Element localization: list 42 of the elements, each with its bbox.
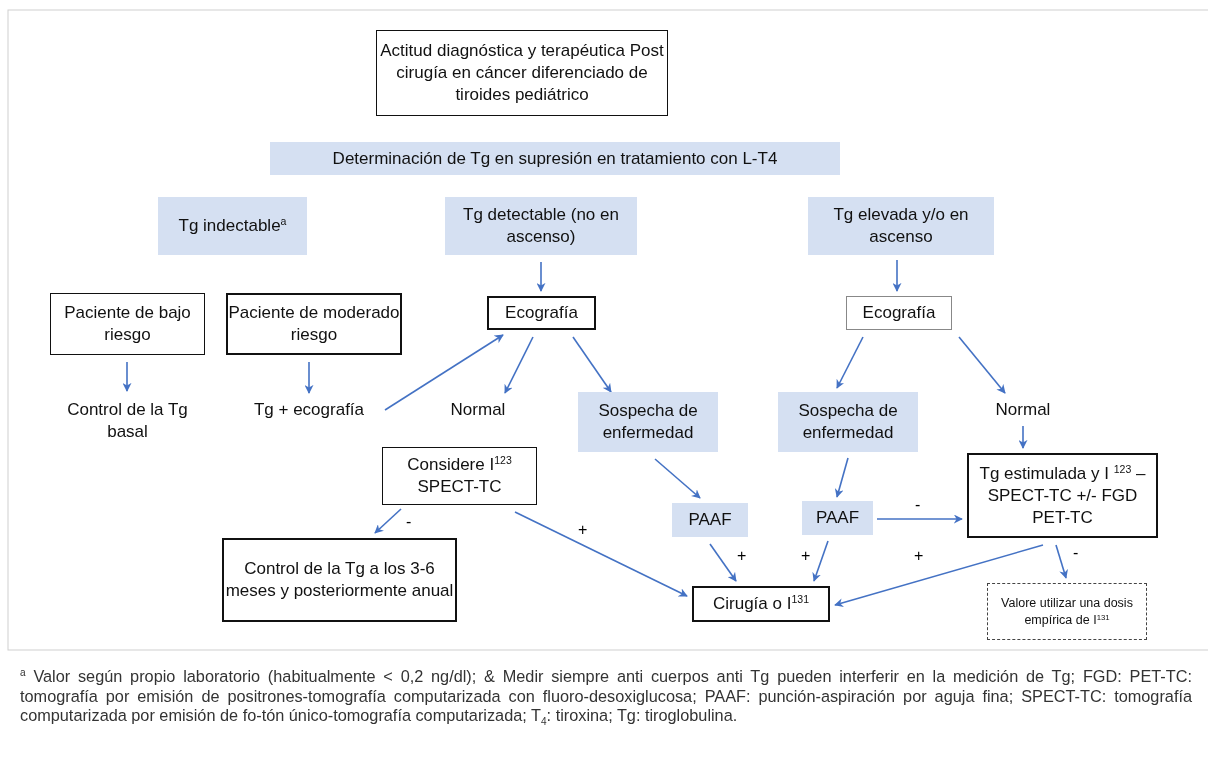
arrow bbox=[834, 544, 1044, 608]
shaded-box: Sospecha de enfermedad bbox=[578, 392, 718, 452]
note-box: Valore utilizar una dosis empírica de I$^{131}$ bbox=[987, 583, 1147, 640]
process-box: Ecografía bbox=[846, 296, 952, 330]
arrow bbox=[304, 361, 314, 394]
shaded-box: PAAF bbox=[672, 503, 748, 537]
arrow bbox=[812, 540, 829, 582]
process-box: Actitud diagnóstica y terapéutica Post cirugía en cáncer diferenciado de tiroides pediátrico bbox=[376, 30, 668, 116]
process-box: Paciente de moderado riesgo bbox=[226, 293, 402, 355]
arrow bbox=[876, 514, 963, 524]
arrow bbox=[504, 336, 534, 394]
arrow bbox=[122, 361, 132, 392]
shaded-box: Sospecha de enfermedad bbox=[778, 392, 918, 452]
arrow bbox=[572, 336, 612, 393]
arrow bbox=[836, 336, 864, 389]
process-box: Ecografía bbox=[487, 296, 596, 330]
outcome-text: Normal bbox=[440, 398, 516, 422]
arrow bbox=[654, 458, 701, 499]
shaded-box: Tg elevada y/o en ascenso bbox=[808, 197, 994, 255]
outcome-text: Tg + ecografía bbox=[235, 398, 383, 422]
outcome-text: Normal bbox=[985, 398, 1061, 422]
shaded-box: PAAF bbox=[802, 501, 873, 535]
arrow bbox=[1055, 544, 1068, 579]
process-box: Control de la Tg a los 3-6 meses y posteriormente anual bbox=[222, 538, 457, 622]
shaded-box: Tg indectable$^{a}$ bbox=[158, 197, 307, 255]
arrow bbox=[709, 543, 737, 582]
process-box: Considere I$^{123}$ SPECT-TC bbox=[382, 447, 537, 505]
arrow bbox=[958, 336, 1006, 394]
process-box: Cirugía o I$^{131}$ bbox=[692, 586, 830, 622]
shaded-box: Determinación de Tg en supresión en tratamiento con L-T4 bbox=[270, 142, 840, 175]
outcome-text: Control de la Tg basal bbox=[50, 396, 205, 446]
arrow bbox=[384, 334, 504, 411]
process-box: Paciente de bajo riesgo bbox=[50, 293, 205, 355]
arrow bbox=[834, 457, 849, 498]
arrow bbox=[536, 261, 546, 292]
arrow bbox=[892, 259, 902, 292]
arrow bbox=[1018, 425, 1028, 449]
footnote: $^{a}$ Valor según propio laboratorio (habitualmente < 0,2 ng/dl); & Medir siempre anti cuerpos anti Tg pueden interferir en la medición de Tg; FGD: PET-TC: tomografía por emisión de positrones-tomografía computarizada con fluoro-desoxiglucosa; PAAF: punción-aspiración por aguja fina; SPECT-TC: tomografía computarizada por emisión de fo-tón único-tomografía computarizada; T$_{4}$: tiroxina; Tg: tiroglobulina. bbox=[20, 667, 1192, 726]
process-box: Tg estimulada y I $^{123}$ – SPECT-TC +/- FGD PET-TC bbox=[967, 453, 1158, 538]
shaded-box: Tg detectable (no en ascenso) bbox=[445, 197, 637, 255]
arrow bbox=[514, 511, 688, 597]
arrow bbox=[374, 508, 402, 534]
